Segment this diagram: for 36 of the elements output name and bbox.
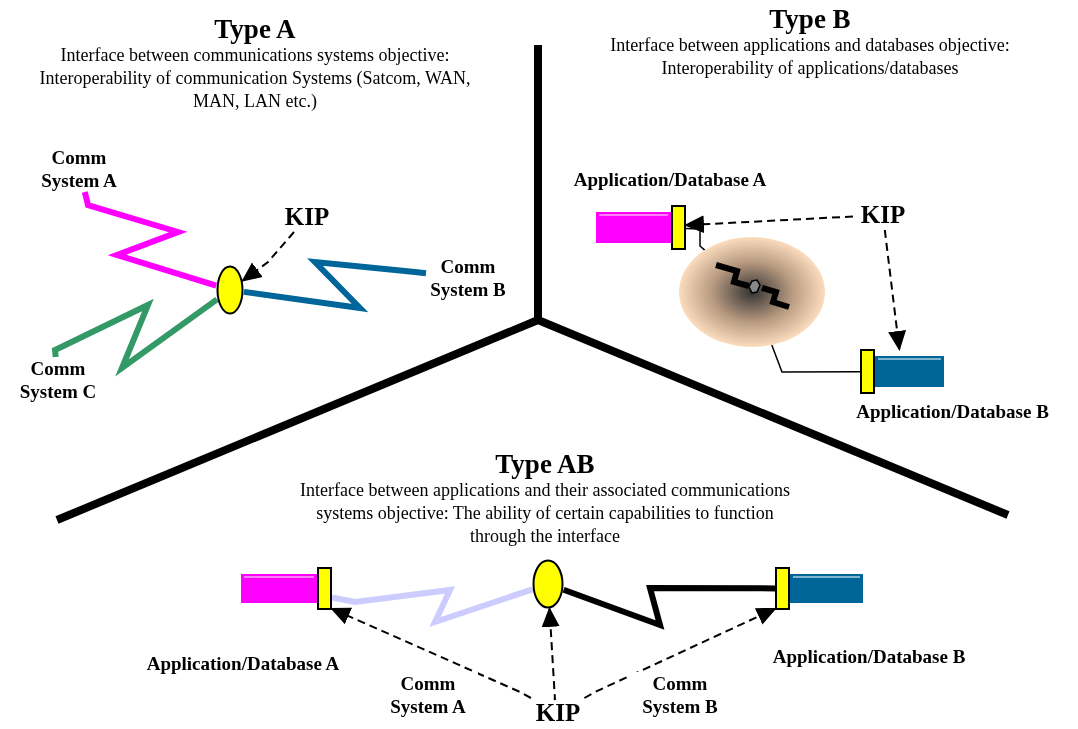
section-description: Interface between communications systems objective: Interoperability of communication Systems (Satcom, WAN, MAN, LAN etc.) <box>38 44 472 113</box>
network-cloud-drawing <box>679 237 825 347</box>
zigzag-link <box>562 585 775 630</box>
node-caption: Application/Database A <box>145 652 341 675</box>
application-plug-drawing <box>241 567 332 610</box>
arrow <box>541 606 560 701</box>
node-caption: Application/Database A <box>572 168 768 191</box>
node-label: KIP <box>528 698 588 728</box>
node-caption: Application/Database B <box>855 400 1050 423</box>
arrow <box>241 231 295 282</box>
zigzag-link <box>331 586 534 628</box>
zigzag-link <box>81 191 218 289</box>
node-label: Comm System C <box>6 357 110 403</box>
node-label: KIP <box>853 200 913 230</box>
node-label: Comm System A <box>36 146 122 192</box>
arrow <box>883 229 907 351</box>
section-heading: Type AB <box>494 449 596 479</box>
arrow <box>330 607 532 699</box>
interface-point-ellipse <box>532 559 564 609</box>
zigzag-link <box>243 258 427 313</box>
application-plug-drawing <box>860 349 944 394</box>
arrow <box>583 607 777 699</box>
application-plug-drawing <box>775 567 863 610</box>
node-caption: Application/Database B <box>771 645 967 668</box>
connector-line <box>771 344 861 373</box>
section-heading: Type B <box>768 4 852 34</box>
application-plug-drawing <box>596 205 686 250</box>
connector-line <box>685 227 706 251</box>
interface-point-ellipse <box>216 265 244 315</box>
node-label: KIP <box>281 202 333 232</box>
section-heading: Type A <box>213 14 297 44</box>
section-description: Interface between applications and their associated communications systems objective: The ability of certain capabilities to function through the interface <box>300 479 790 548</box>
node-label: Comm System B <box>426 255 510 301</box>
arrow <box>684 215 854 234</box>
zigzag-link <box>51 296 219 377</box>
section-description: Interface between applications and databases objective: Interoperability of applications/databases <box>609 34 1011 80</box>
